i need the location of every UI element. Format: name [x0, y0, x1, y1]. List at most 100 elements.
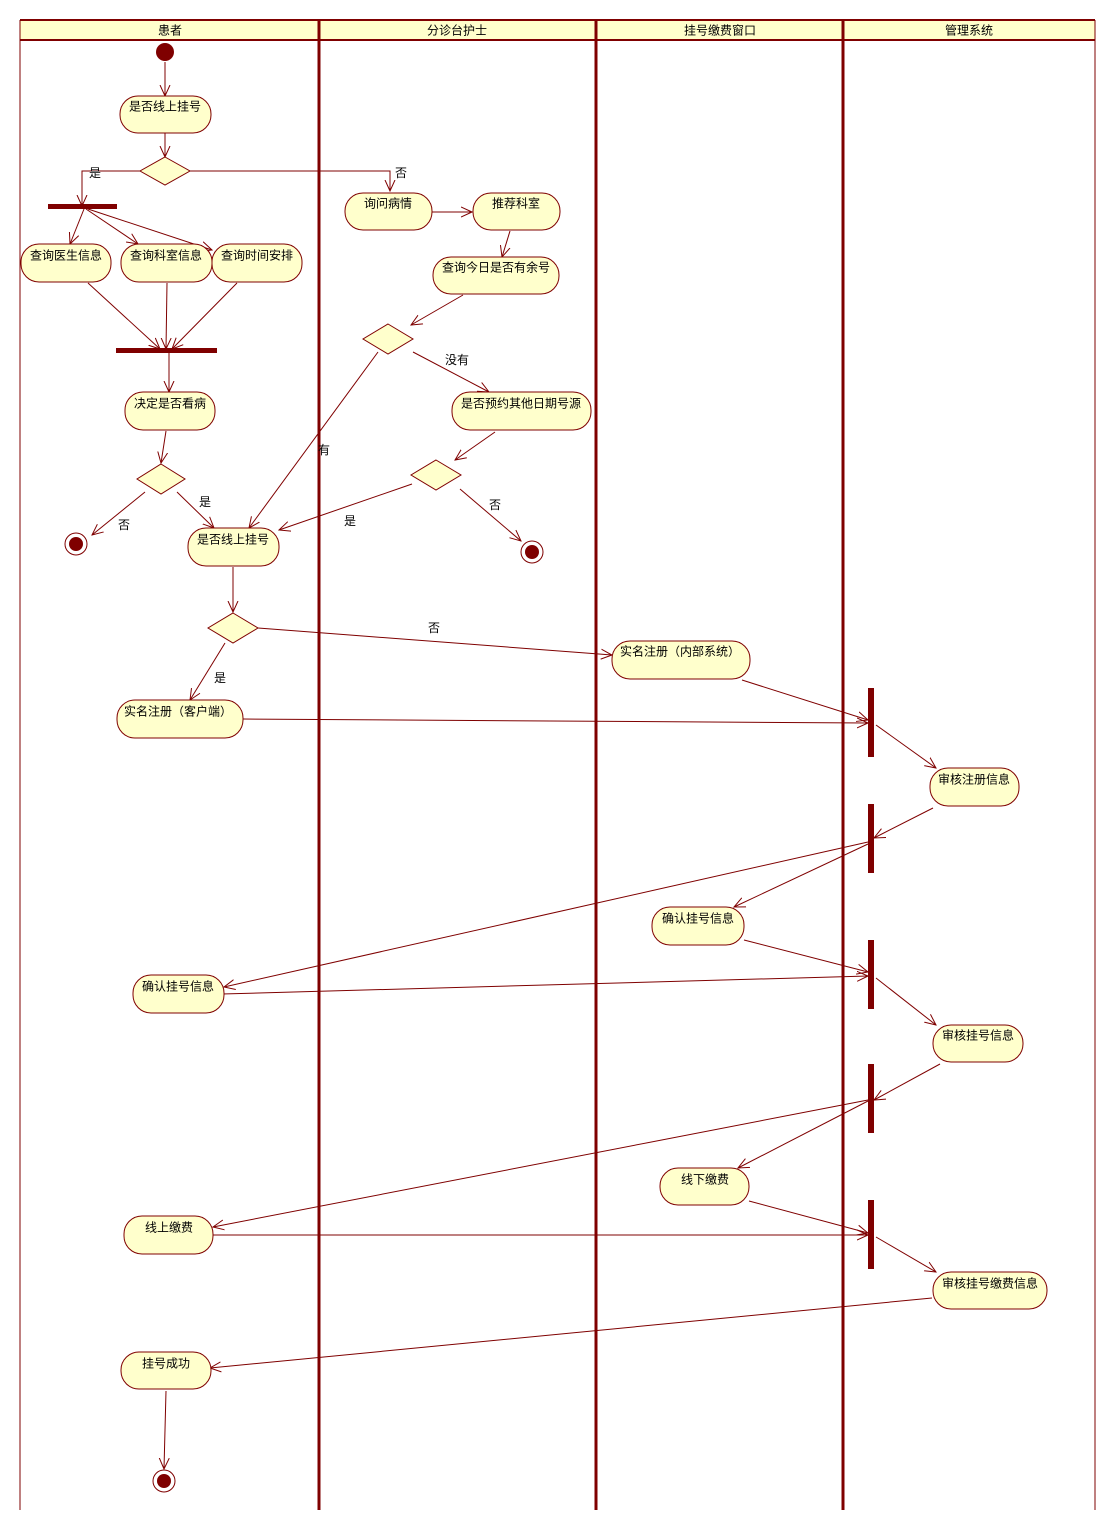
activity-label: 是否线上挂号	[129, 100, 201, 114]
activity-offline-payment: 线下缴费	[659, 1167, 750, 1206]
guard-label-yes: 是	[199, 495, 211, 509]
activity-label: 线下缴费	[681, 1172, 729, 1187]
edge-a7-to-d3	[411, 294, 464, 325]
activity-realname-client: 实名注册（客户端）	[116, 699, 244, 739]
activity-online-payment: 线上缴费	[123, 1215, 214, 1255]
decisions	[136, 156, 462, 644]
edge-d1-no-to-a2	[190, 170, 390, 191]
join-bar-1	[116, 348, 217, 353]
edge-a5-to-join1	[166, 282, 167, 349]
edge-d4-no-to-end2	[459, 488, 521, 541]
activity-book-other-date: 是否预约其他日期号源	[451, 391, 592, 431]
swimlanes: 患者 分诊台护士 挂号缴费窗口 管理系统	[19, 19, 1096, 1510]
edge-d5-no-to-a11	[257, 627, 612, 655]
edge-a4-to-join1	[87, 282, 160, 349]
activity-label: 挂号成功	[142, 1357, 190, 1371]
activity-decide-see-doctor: 决定是否看病	[124, 391, 216, 431]
edge-fork2-to-a14	[734, 843, 869, 907]
edge-a19-to-a20	[210, 1297, 933, 1368]
lane-header-band	[20, 20, 1095, 40]
activity-label: 查询时间安排	[221, 248, 293, 263]
activity-query-schedule: 查询时间安排	[211, 243, 303, 283]
join-bar-4	[868, 1200, 874, 1269]
initial-node	[156, 43, 174, 61]
guard-label-no: 否	[428, 621, 440, 635]
edge-d2-yes-to-a10	[176, 491, 214, 528]
decision-see-doctor	[136, 463, 186, 495]
activity-ask-condition: 询问病情	[344, 192, 433, 231]
edge-a16-to-fork3	[874, 1063, 941, 1100]
guard-label-yes: 是	[344, 514, 356, 528]
guard-label-no: 否	[118, 518, 130, 532]
decision-online-1	[138, 156, 192, 186]
edge-a12-to-join2	[242, 719, 868, 723]
activity-label: 确认挂号信息	[142, 979, 214, 994]
fork-bar-3	[868, 1064, 874, 1133]
decision-online-2	[207, 612, 259, 644]
activity-label: 审核注册信息	[938, 772, 1010, 787]
activity-query-department: 查询科室信息	[120, 243, 213, 283]
guard-label-none: 没有	[445, 352, 469, 367]
decision-other-date	[410, 459, 462, 491]
edge-a8-to-d2	[161, 430, 166, 463]
activity-label: 实名注册（客户端）	[124, 704, 232, 719]
join-bar-3	[868, 940, 874, 1009]
activity-label: 询问病情	[364, 196, 412, 211]
activity-label: 是否线上挂号	[197, 533, 269, 547]
activity-confirm-appointment-patient: 确认挂号信息	[132, 974, 225, 1014]
activity-confirm-appointment-window: 确认挂号信息	[651, 906, 745, 946]
activity-query-doctor: 查询医生信息	[20, 243, 112, 283]
edge-a3-to-a7	[502, 230, 511, 257]
fork-bar-1	[48, 204, 117, 209]
guard-label-yes: 是	[89, 166, 101, 180]
guard-label-yes: 是	[214, 671, 226, 685]
edge-fork3-to-a17	[738, 1100, 869, 1168]
lane-title-window: 挂号缴费窗口	[684, 23, 756, 38]
edge-join3-to-a16	[875, 977, 936, 1025]
activity-review-registration: 审核注册信息	[929, 767, 1020, 807]
sync-bars	[48, 204, 874, 1269]
activity-review-payment: 审核挂号缴费信息	[932, 1271, 1048, 1310]
decision-has-number	[362, 323, 414, 355]
edge-fork2-to-a15	[224, 841, 869, 987]
edge-a15-to-join3	[221, 976, 868, 995]
lane-title-system: 管理系统	[945, 23, 993, 38]
activity-label: 审核挂号缴费信息	[942, 1276, 1038, 1291]
edge-join2-to-a13	[875, 724, 936, 768]
activity-label: 审核挂号信息	[942, 1028, 1014, 1043]
join-bar-2	[868, 688, 874, 757]
edge-fork1-to-a5	[85, 208, 138, 244]
edge-d2-no-to-end1	[92, 491, 146, 535]
activity-query-today-numbers: 查询今日是否有余号	[432, 256, 560, 295]
edge-a17-to-join4	[748, 1200, 868, 1233]
activity-label: 决定是否看病	[134, 396, 206, 411]
edge-join4-to-a19	[875, 1236, 936, 1272]
activity-label: 查询科室信息	[130, 248, 202, 263]
guard-label-has: 有	[318, 443, 330, 457]
fork-bar-2	[868, 804, 874, 873]
edge-a13-to-fork2	[874, 807, 934, 838]
edge-a14-to-join3	[743, 939, 868, 972]
guard-label-no: 否	[489, 498, 501, 512]
final-node-1-core	[69, 537, 83, 551]
terminals	[64, 43, 544, 1493]
edge-a11-to-join2	[741, 679, 868, 720]
activity-label: 确认挂号信息	[662, 911, 734, 926]
activity-label: 推荐科室	[492, 196, 540, 211]
edge-d3-none-to-a9	[412, 351, 489, 392]
activity-label: 实名注册（内部系统）	[620, 644, 740, 659]
edge-a6-to-join1	[172, 282, 238, 349]
edge-d4-yes-to-a10	[279, 483, 413, 530]
edge-d1-yes-to-fork1	[82, 170, 140, 206]
activity-label: 线上缴费	[145, 1220, 193, 1235]
activity-realname-internal: 实名注册（内部系统）	[611, 640, 751, 680]
edge-a9-to-d4	[455, 431, 496, 460]
activity-registration-success: 挂号成功	[120, 1351, 212, 1390]
edge-fork1-to-a4	[70, 208, 85, 244]
activity-online-register-1: 是否线上挂号	[119, 95, 212, 134]
final-node-3-core	[157, 1474, 171, 1488]
activities: 是否线上挂号 询问病情 推荐科室 查询医生信息 查询科室信息 查询时间安排 查询…	[20, 95, 1048, 1390]
activity-recommend-department: 推荐科室	[472, 192, 561, 231]
activity-label: 查询医生信息	[30, 248, 102, 263]
